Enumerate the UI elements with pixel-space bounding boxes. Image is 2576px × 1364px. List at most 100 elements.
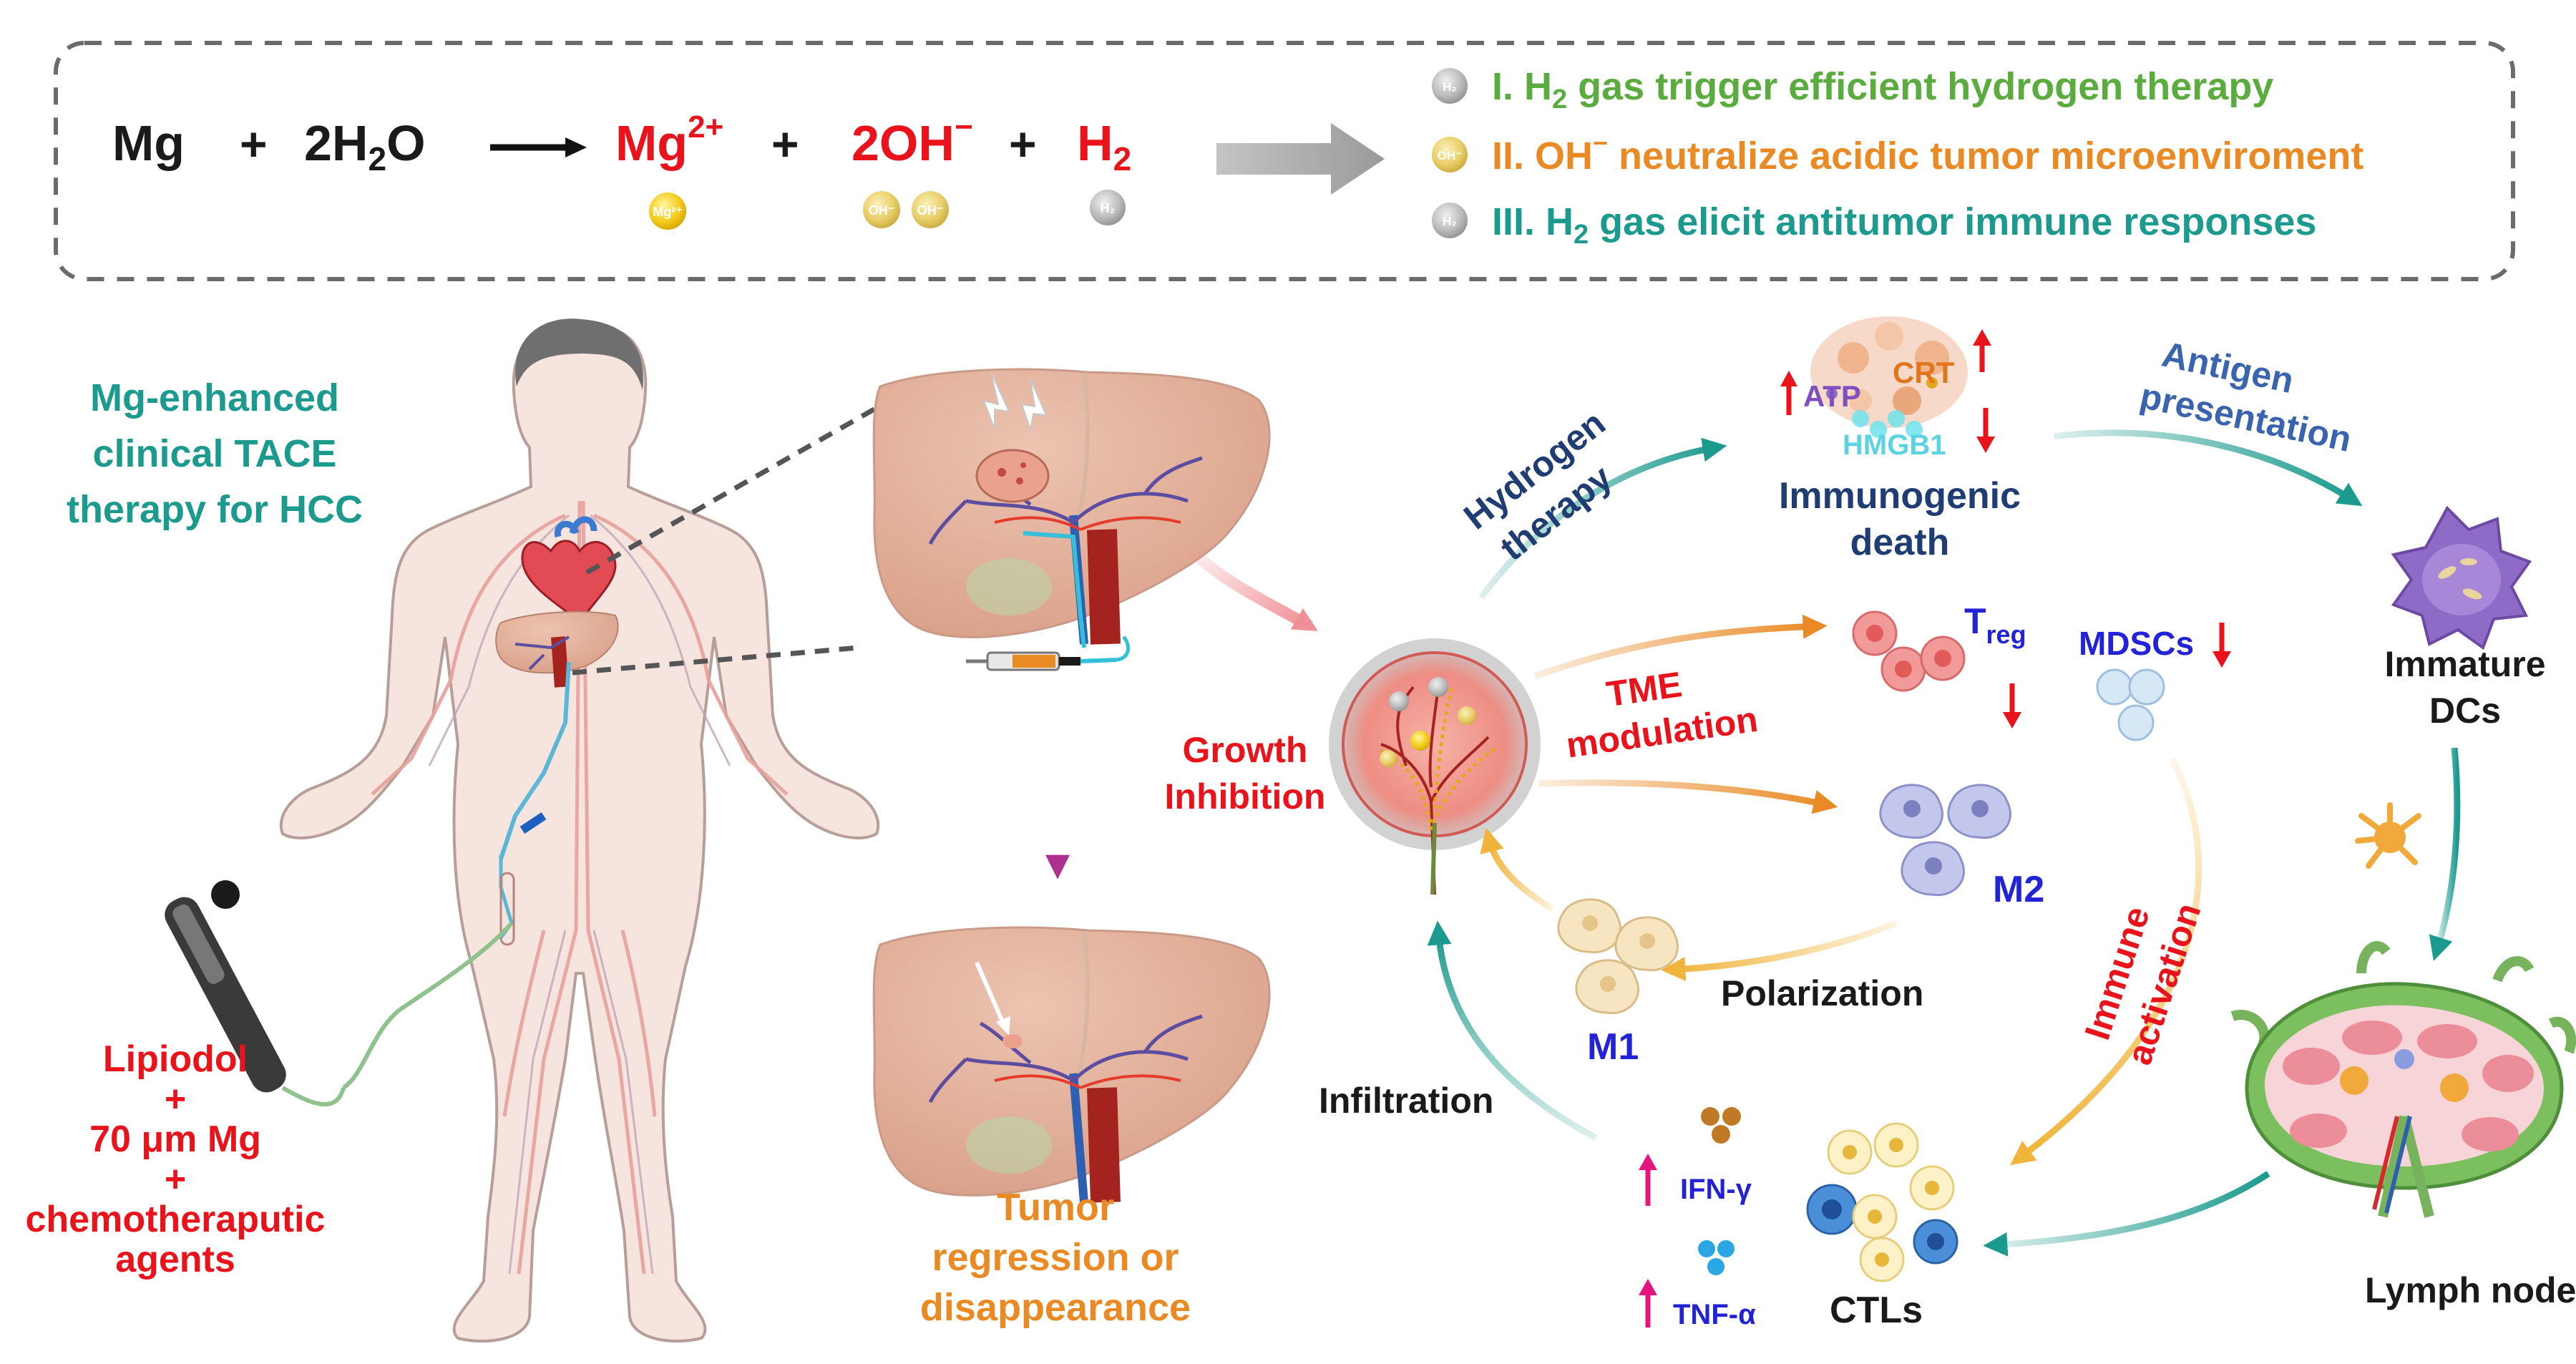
syringe-icon (966, 635, 1131, 671)
shrunken-tumor (1002, 1034, 1023, 1048)
tnf-cytokine-icon (1698, 1240, 1735, 1275)
crt-up-arrow (1973, 329, 1991, 372)
svg-text:Tumor: Tumor (997, 1186, 1114, 1229)
svg-text:TME: TME (1604, 664, 1684, 714)
pointer-arrow (975, 961, 1005, 1025)
lymph-node-label: Lymph node (2365, 1270, 2576, 1310)
hair (515, 318, 643, 390)
atp-up-arrow (1780, 371, 1797, 415)
ifn-up-arrow (1639, 1154, 1657, 1206)
ifn-cytokine-icon (1701, 1107, 1741, 1144)
svg-text:DCs: DCs (2429, 691, 2501, 731)
m1-to-tumor-arrow (1480, 827, 1555, 912)
tnf-label: TNF-α (1673, 1299, 1756, 1330)
svg-text:modulation: modulation (1563, 699, 1760, 766)
outcome-label: Tumor regression or disappearance (920, 1186, 1191, 1329)
treatment-formula: Lipiodol + 70 μm Mg + chemotheraputic ag… (26, 1038, 326, 1280)
infiltration-label: Infiltration (1319, 1081, 1493, 1121)
h2-badge (1090, 190, 1126, 225)
polarization-arrow (1661, 920, 1898, 982)
immunogenic-death-label: Immunogenic death (1779, 475, 2021, 563)
liver-tumor (975, 449, 1050, 503)
m1-label: M1 (1587, 1026, 1639, 1068)
immune-activation-label: Immune activation (2077, 898, 2209, 1069)
svg-text:regression or: regression or (932, 1236, 1179, 1279)
svg-text:Immature: Immature (2384, 644, 2545, 684)
immunogenic-cell (1810, 316, 1968, 438)
lymph-node (2230, 941, 2576, 1218)
lightning-icon (982, 371, 1010, 430)
ifn-label: IFN-γ (1680, 1174, 1752, 1205)
h2-badge-icon (1432, 203, 1468, 238)
result-arrow (1216, 123, 1385, 195)
mechanism-2-text: II. OH− neutralize acidic tumor microenv… (1492, 128, 2363, 177)
liver-to-tumor-arrow (1187, 547, 1318, 631)
dc-to-lymph-arrow (2429, 747, 2461, 961)
svg-text:OH⁻: OH⁻ (1438, 149, 1463, 162)
equation-mg: Mg (112, 115, 185, 171)
svg-text:chemotheraputic: chemotheraputic (26, 1199, 326, 1240)
mechanism-3: H₂ III. H2 gas elicit antitumor immune r… (1432, 200, 2316, 250)
hmgb1-down-arrow (1976, 408, 1995, 453)
infiltration-arrow (1427, 920, 1598, 1141)
liver-with-tumor (872, 368, 1271, 671)
immune-activation-arrow (2010, 756, 2202, 1166)
antigen-presentation-arrow (2053, 429, 2363, 507)
svg-text:Lipiodol: Lipiodol (103, 1038, 248, 1080)
m2-macrophages (1879, 784, 2011, 897)
atp-label: ATP (1803, 379, 1861, 413)
svg-text:death: death (1850, 522, 1950, 563)
equation-mg-ion: Mg2+ (615, 109, 723, 171)
hydrogen-therapy-label: Hydrogen therapy (1456, 403, 1619, 569)
svg-text:Mg²⁺: Mg²⁺ (653, 205, 682, 219)
body-silhouette (279, 328, 880, 1343)
antigen-presentation-label: Antigen presentation (2137, 334, 2355, 459)
growth-inhibition-label: Growth Inhibition (1165, 730, 1326, 817)
svg-text:H₂: H₂ (1443, 215, 1457, 228)
dashed-frame (54, 41, 2515, 281)
tumor-mass (1329, 638, 1541, 895)
svg-text:H₂: H₂ (1101, 201, 1116, 215)
mdscs-label: MDSCs (2079, 625, 2194, 662)
reaction-panel: Mg + 2H2O Mg2+ + 2OH− + H2 Mg²⁺ OH⁻ OH⁻ … (54, 41, 2515, 281)
svg-text:Inhibition: Inhibition (1165, 776, 1326, 817)
svg-text:Immunogenic: Immunogenic (1779, 475, 2021, 517)
equation-h2: H2 (1077, 115, 1131, 177)
equation-water: 2H2O (304, 115, 426, 177)
m2-label: M2 (1993, 869, 2044, 910)
heart-icon (521, 540, 617, 625)
treated-liver (872, 926, 1271, 1203)
mature-dc-icon (2355, 802, 2421, 869)
immature-dcs-label: Immature DCs (2384, 644, 2545, 731)
tme-to-treg-arrow (1533, 614, 1828, 680)
liver-shape (872, 926, 1271, 1197)
ctls-label: CTLs (1830, 1290, 1923, 1331)
polarization-label: Polarization (1721, 973, 1923, 1013)
mdscs-cells (2096, 668, 2165, 741)
mechanism-1: H₂ I. H2 gas trigger efficient hydrogen … (1432, 65, 2273, 115)
svg-text:disappearance: disappearance (920, 1286, 1191, 1329)
svg-text:+: + (165, 1159, 186, 1200)
ctl-cells (1806, 1122, 1958, 1282)
oh-badge-icon (1432, 137, 1468, 172)
hydrogen-therapy-arrow (1478, 437, 1727, 600)
equation-hydroxide: 2OH− (852, 109, 973, 171)
svg-text:70 μm Mg: 70 μm Mg (89, 1119, 261, 1160)
svg-text:clinical TACE: clinical TACE (92, 432, 336, 475)
tnf-up-arrow (1639, 1279, 1657, 1328)
immature-dc-cell (2391, 505, 2532, 651)
crt-label: CRT (1893, 356, 1955, 389)
hydroxide-badge-2 (912, 191, 949, 228)
svg-text:therapy for HCC: therapy for HCC (67, 488, 363, 531)
tme-to-m2-arrow (1538, 779, 1838, 814)
svg-text:OH⁻: OH⁻ (869, 203, 895, 218)
svg-text:H₂: H₂ (1443, 80, 1457, 94)
mechanism-3-text: III. H2 gas elicit antitumor immune resp… (1492, 200, 2316, 250)
m1-macrophages (1557, 898, 1679, 1015)
liver-shape (872, 368, 1271, 638)
human-body (279, 318, 880, 1343)
equation-plus-2: + (771, 117, 799, 170)
svg-text:Mg-enhanced: Mg-enhanced (90, 376, 339, 419)
svg-text:agents: agents (115, 1239, 235, 1280)
